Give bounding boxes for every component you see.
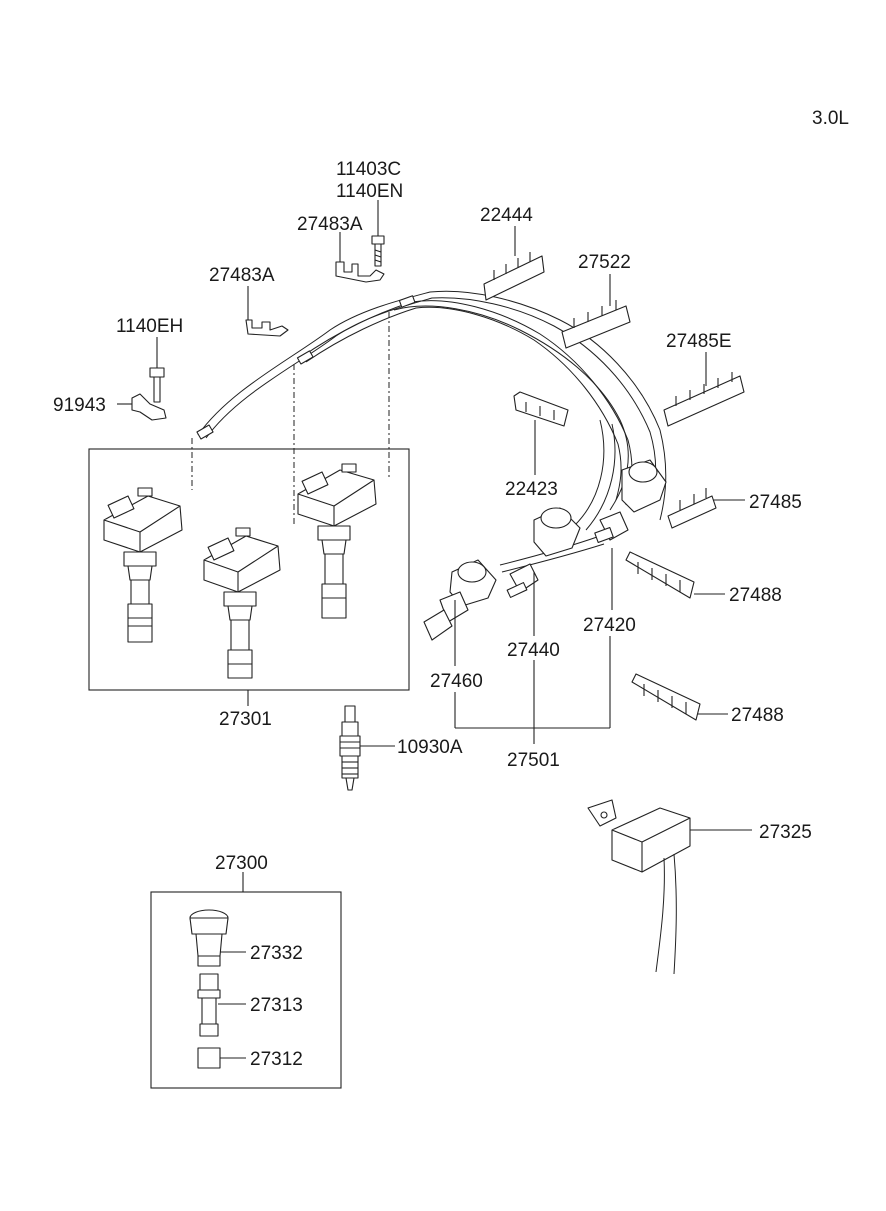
label-27460: 27460 — [430, 671, 483, 692]
label-10930a: 10930A — [397, 737, 463, 758]
label-11403c: 11403C — [336, 159, 401, 180]
clip-27485e-drawing — [663, 352, 745, 427]
clip-22423-drawing — [513, 391, 569, 475]
boot-27420-drawing — [594, 459, 667, 543]
label-27313: 27313 — [250, 995, 303, 1016]
coil-parts-box — [150, 891, 342, 1089]
label-27300: 27300 — [215, 853, 268, 874]
clip-27522-drawing — [561, 274, 631, 349]
label-27420: 27420 — [583, 615, 636, 636]
clip-27485-drawing — [667, 488, 745, 529]
label-27325: 27325 — [759, 822, 812, 843]
label-91943: 91943 — [53, 395, 106, 416]
label-1140en: 1140EN — [336, 181, 403, 202]
label-27301: 27301 — [219, 709, 272, 730]
clip-22444-drawing — [483, 226, 545, 301]
label-27440: 27440 — [507, 640, 560, 661]
ignition-coil-3-drawing — [297, 463, 377, 619]
bracket-27483a-upper-drawing — [335, 232, 385, 283]
ignition-coil-2-drawing — [203, 527, 281, 679]
clip-27488-lower-drawing — [631, 673, 728, 721]
label-22444: 22444 — [480, 205, 533, 226]
clip-27488-upper-drawing — [625, 551, 725, 599]
wire-set-bracket — [454, 548, 613, 744]
coil-group-box — [88, 448, 410, 691]
spark-plug-drawing — [339, 705, 395, 791]
bracket-27483a-lower-drawing — [245, 286, 289, 337]
ignition-coil-1-drawing — [103, 487, 183, 643]
label-27312: 27312 — [250, 1049, 303, 1070]
label-1140eh: 1140EH — [116, 316, 183, 337]
bracket-91943-drawing — [117, 393, 167, 421]
label-27488-upper: 27488 — [729, 585, 782, 606]
label-22423: 22423 — [505, 479, 558, 500]
dashed-leaders — [191, 312, 390, 525]
label-27485: 27485 — [749, 492, 802, 513]
label-27522: 27522 — [578, 252, 631, 273]
label-27483a-lower: 27483A — [209, 265, 275, 286]
seal-27312-drawing — [197, 1047, 246, 1069]
bolt-11403c-drawing — [371, 200, 385, 267]
engine-label: 3.0L — [812, 108, 849, 129]
label-27483a-upper: 27483A — [297, 214, 363, 235]
label-27332: 27332 — [250, 943, 303, 964]
label-27501: 27501 — [507, 750, 560, 771]
boot-27460-drawing — [423, 559, 497, 641]
bolt-1140eh-drawing — [149, 337, 165, 403]
spring-27313-drawing — [197, 973, 246, 1037]
boot-27332-drawing — [189, 909, 246, 967]
wire-harness-drawing — [196, 290, 667, 573]
sensor-27325-drawing — [587, 799, 752, 975]
boot-27440-drawing — [506, 507, 581, 598]
label-27488-lower: 27488 — [731, 705, 784, 726]
label-27485e: 27485E — [666, 331, 732, 352]
